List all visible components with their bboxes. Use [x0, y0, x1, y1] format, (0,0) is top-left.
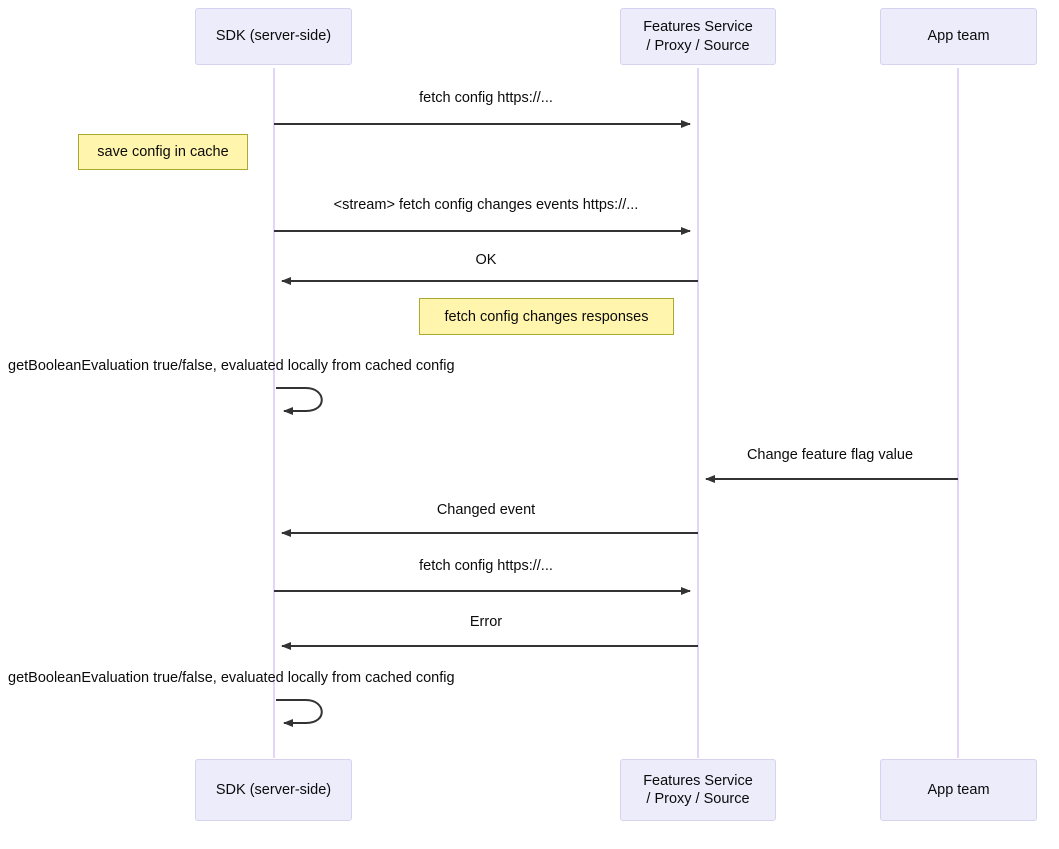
participant-box-sdk-bottom[interactable]: SDK (server-side) [195, 759, 352, 821]
self-loop-arrow-get-boolean-evaluation-1 [276, 387, 323, 415]
participant-box-features-top[interactable]: Features Service / Proxy / Source [620, 8, 776, 65]
message-label-change-feature-flag-value: Change feature flag value [746, 447, 914, 463]
lifelines [273, 68, 959, 758]
participant-label-features-top: Features Service / Proxy / Source [643, 19, 753, 54]
participant-label-app-top: App team [927, 28, 990, 45]
participant-box-app-bottom[interactable]: App team [880, 759, 1037, 821]
note-save-config-in-cache[interactable]: save config in cache [78, 134, 248, 170]
participant-label-sdk-bottom: SDK (server-side) [215, 781, 332, 798]
message-arrows [274, 120, 958, 727]
participant-box-app-top[interactable]: App team [880, 8, 1037, 65]
message-label-get-boolean-evaluation-1: getBooleanEvaluation true/false, evaluat… [8, 358, 455, 374]
message-label-fetch-config-1: fetch config https://... [419, 90, 553, 106]
participant-box-features-bottom[interactable]: Features Service / Proxy / Source [620, 759, 776, 821]
note-label-save-config-in-cache: save config in cache [97, 144, 229, 160]
message-label-fetch-config-2: fetch config https://... [419, 558, 553, 574]
note-fetch-config-changes-responses[interactable]: fetch config changes responses [419, 298, 674, 335]
message-label-ok: OK [475, 252, 497, 268]
message-label-error: Error [469, 614, 503, 630]
participant-label-app-bottom: App team [927, 781, 990, 798]
message-label-changed-event: Changed event [436, 502, 536, 518]
participant-label-features-bottom: Features Service / Proxy / Source [643, 772, 753, 807]
message-label-get-boolean-evaluation-2: getBooleanEvaluation true/false, evaluat… [8, 670, 455, 686]
self-loop-arrow-get-boolean-evaluation-2 [276, 699, 323, 727]
participant-box-sdk-top[interactable]: SDK (server-side) [195, 8, 352, 65]
message-label-stream-fetch-config-changes: <stream> fetch config changes events htt… [333, 197, 639, 213]
note-label-fetch-config-changes-responses: fetch config changes responses [444, 308, 649, 325]
participant-label-sdk-top: SDK (server-side) [215, 28, 332, 45]
